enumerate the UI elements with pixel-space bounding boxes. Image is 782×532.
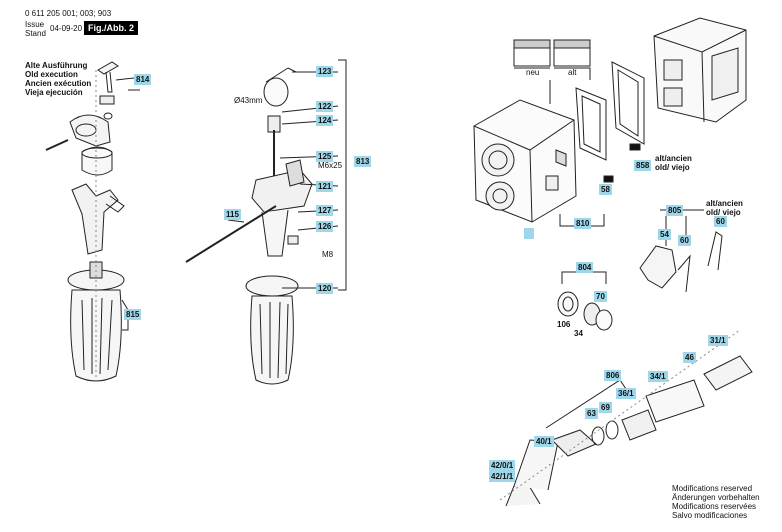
part-label-70: 70	[594, 291, 607, 302]
nut-drawing	[287, 235, 299, 245]
issue-label: Issue	[25, 20, 45, 29]
gasket-2-drawing	[611, 61, 645, 145]
part-label-126: 126	[316, 221, 334, 232]
part-label-127: 127	[316, 205, 334, 216]
clamp-piece-drawing	[267, 115, 281, 133]
wing-bolt-drawing	[97, 61, 119, 93]
part-label-34-1: 34/1	[648, 371, 668, 382]
part-label-31-1: 31/1	[708, 335, 728, 346]
part-label-805: 805	[666, 205, 684, 216]
date: 04-09-20	[50, 24, 83, 33]
part-label-40-1: 40/1	[534, 436, 554, 447]
m8-annotation: M8	[322, 250, 334, 259]
side-handle-new-drawing	[245, 275, 299, 385]
old-execution-en: Old execution	[25, 70, 78, 79]
bushing-parts-drawing	[557, 291, 613, 331]
gear-housing-drawing	[473, 99, 577, 223]
gasket-1-drawing	[575, 87, 607, 161]
part-label-804: 804	[576, 262, 594, 273]
part-label-125: 125	[316, 151, 334, 162]
part-label-806: 806	[604, 370, 622, 381]
depth-stop-bracket-drawing	[251, 159, 313, 257]
part-label-121: 121	[316, 181, 334, 192]
old-execution-fr: Ancien exécution	[25, 79, 92, 88]
old-execution-es: Vieja ejecución	[25, 88, 83, 97]
part-label-810: 810	[574, 218, 592, 229]
part-label-46: 46	[683, 352, 696, 363]
washer-drawing	[103, 112, 113, 120]
square-nut-drawing	[99, 95, 115, 105]
footer-es: Salvo modificaciones	[672, 511, 748, 520]
part-label-60a: 60	[678, 235, 691, 246]
part-label-36-1: 36/1	[616, 388, 636, 399]
part-label-106: 106	[557, 320, 571, 329]
inset-new-label: neu	[526, 68, 540, 77]
part-label-69: 69	[599, 402, 612, 413]
thread-annotation: M6x25	[318, 161, 343, 170]
blank-highlight	[524, 228, 534, 239]
part-label-814: 814	[134, 74, 152, 85]
part-label-120: 120	[316, 283, 334, 294]
old-viejo-note-1: old/ viejo	[655, 163, 690, 172]
switch-lever-drawing	[639, 231, 723, 293]
part-label-122: 122	[316, 101, 334, 112]
old-execution-de: Alte Ausführung	[25, 61, 88, 70]
part-numbers: 0 611 205 001; 003; 903	[25, 9, 112, 18]
part-label-63: 63	[585, 408, 598, 419]
alt-ancien-note-1: alt/ancien	[655, 154, 692, 163]
part-label-858: 858	[634, 160, 652, 171]
alt-ancien-note-2: alt/ancien	[706, 199, 743, 208]
footer-en: Modifications reserved	[672, 484, 753, 493]
inset-old-label: alt	[568, 68, 577, 77]
part-label-34: 34	[574, 329, 583, 338]
clamp-band-drawing	[263, 67, 297, 107]
fork-drawing	[71, 183, 125, 255]
footer-de: Änderungen vorbehalten	[672, 493, 760, 502]
part-label-42-1-1: 42/1/1	[489, 471, 516, 482]
clamp-bracket-drawing	[45, 114, 111, 151]
figure-title: Fig./Abb. 2	[84, 21, 138, 35]
depth-rod-drawing	[185, 205, 277, 263]
motor-housing-drawing	[653, 17, 747, 123]
spindle-assembly-drawing	[505, 355, 753, 507]
part-label-42-0-1: 42/0/1	[489, 460, 516, 471]
seal-inset-drawing	[513, 39, 591, 104]
part-label-815: 815	[124, 309, 142, 320]
old-viejo-note-2: old/ viejo	[706, 208, 741, 217]
part-label-54: 54	[658, 229, 671, 240]
part-label-813: 813	[354, 156, 372, 167]
part-label-60b: 60	[714, 216, 727, 227]
footer-fr: Modifications reservées	[672, 502, 757, 511]
part-label-123: 123	[316, 66, 334, 77]
diameter-annotation: Ø43mm	[234, 96, 263, 105]
part-label-124: 124	[316, 115, 334, 126]
part-label-115: 115	[224, 209, 241, 220]
stand-label: Stand	[25, 29, 46, 38]
part-label-58: 58	[599, 184, 612, 195]
clamp-ring-drawing	[81, 146, 113, 176]
